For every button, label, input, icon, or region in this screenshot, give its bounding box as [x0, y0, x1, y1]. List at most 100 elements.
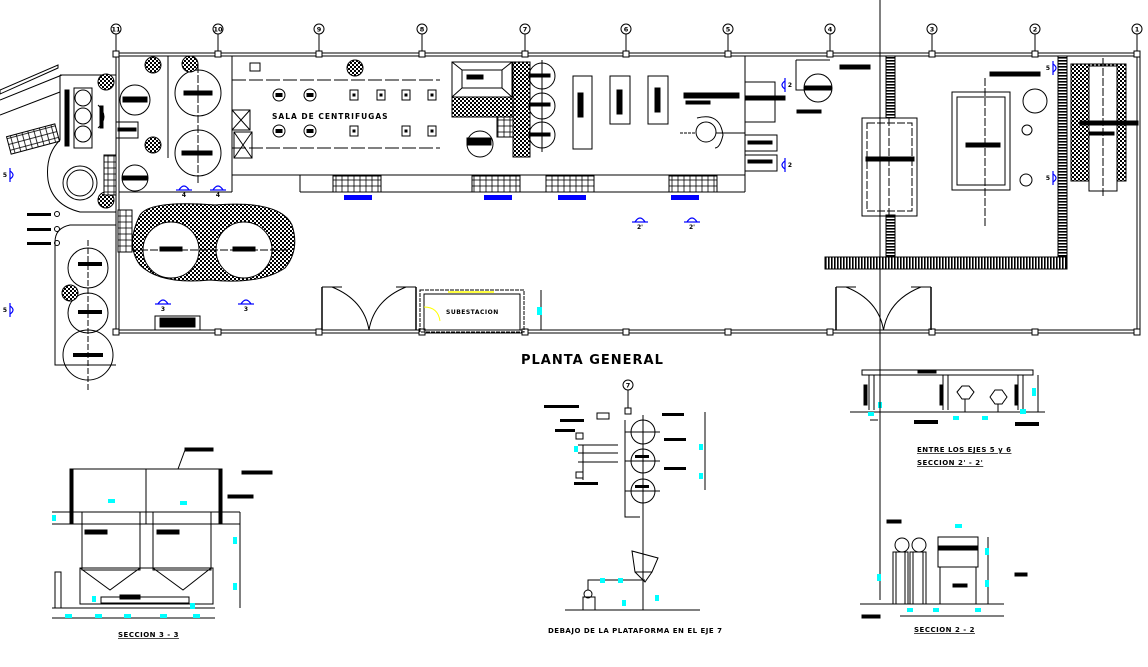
wall-column [315, 50, 323, 58]
wall-column [622, 50, 630, 58]
section-marker-label: 5 [1046, 65, 1050, 72]
wall-column [928, 328, 936, 336]
axis-bubble-7: 7 [519, 23, 531, 53]
wall-column [214, 50, 222, 58]
door-swing [883, 286, 922, 331]
wall-column [112, 50, 120, 58]
section-marker-arrow [686, 217, 698, 223]
section-marker-label: 5 [3, 172, 7, 179]
section-marker-arrow [9, 170, 14, 180]
centrifuge-unit-core [430, 129, 434, 133]
section-marker-vertical-5: 5 [1046, 171, 1057, 185]
section-marker-label: 5 [1046, 175, 1050, 182]
caption-entre-ejes: ENTRE LOS EJES 5 y 6 [917, 446, 1012, 454]
section-marker-2p: 2' [684, 217, 700, 231]
axis-bubble-label: 11 [111, 26, 121, 34]
axis-bubble-label: 4 [828, 26, 833, 34]
section-marker-arrow [9, 305, 14, 315]
section-marker-arrow [157, 299, 169, 305]
wall-column [1031, 50, 1039, 58]
section-marker-4: 4 [210, 185, 226, 199]
centrifuge-core [275, 129, 283, 133]
axis-bubble-label: 9 [317, 26, 322, 34]
axis-bubble-2: 2 [1029, 23, 1041, 53]
centrifuge-unit-core [379, 93, 383, 97]
section-markers: 4 4 3 3 2' 2' 5 5 2 2 5 5 [3, 61, 1057, 317]
section-marker-label: 2 [788, 162, 792, 169]
wall-column [928, 50, 936, 58]
section-marker-label: 4 [182, 192, 186, 199]
section-marker-label: 2' [637, 224, 643, 231]
section-marker-vertical-2: 2 [781, 78, 792, 92]
axis-bubble-label: 8 [420, 26, 425, 34]
wall-column [724, 328, 732, 336]
detail-seccion-2p-2p [850, 369, 1045, 426]
caption-seccion-3-3: SECCION 3 - 3 [118, 631, 179, 639]
wall-column [826, 328, 834, 336]
axis-bubble-label: 7 [523, 26, 528, 34]
axis-bubble-label: 2 [1033, 26, 1038, 34]
wall-column [112, 328, 120, 336]
door-swing [368, 286, 407, 331]
section-marker-arrow [1052, 63, 1057, 73]
axis-bubble-9: 9 [313, 23, 325, 53]
centrifuge-core [306, 93, 314, 97]
section-marker-arrow [781, 160, 786, 170]
axis-bubble-label: 3 [930, 26, 935, 34]
room-label-substation: SUBESTACION [446, 309, 499, 316]
section-marker-3: 3 [155, 299, 171, 313]
caption-seccion-2-2: SECCION 2 - 2 [914, 626, 975, 634]
section-marker-arrow [240, 299, 252, 305]
door-swing [845, 286, 884, 331]
section-marker-arrow [634, 217, 646, 223]
section-marker-label: 2 [788, 82, 792, 89]
section-marker-label: 3 [161, 306, 165, 313]
section-marker-arrow [212, 185, 224, 191]
centrifuge-unit-core [352, 129, 356, 133]
door-double [321, 286, 417, 331]
centrifuge-unit-core [404, 93, 408, 97]
caption-eje-7: DEBAJO DE LA PLATAFORMA EN EL EJE 7 [548, 627, 722, 635]
caption-seccion-2p-2p: SECCION 2' - 2' [917, 459, 983, 467]
axis-bubble-label: 10 [213, 26, 223, 34]
detail-seccion-3-3 [52, 447, 273, 619]
wall-column [1133, 50, 1141, 58]
wall-column [315, 328, 323, 336]
detail-seccion-2-2 [860, 0, 1028, 619]
centrifuge-core [275, 93, 283, 97]
wall-column [724, 50, 732, 58]
grid-axes: 11 10 9 8 7 6 5 4 3 2 1 [110, 23, 1143, 53]
section-marker-arrow [1052, 173, 1057, 183]
axis-bubble-8: 8 [416, 23, 428, 53]
axis-bubble-3: 3 [926, 23, 938, 53]
wall-column [622, 328, 630, 336]
axis-bubble-6: 6 [620, 23, 632, 53]
section-marker-label: 4 [216, 192, 220, 199]
section-marker-arrow [781, 80, 786, 90]
section-marker-vertical-2: 2 [781, 158, 792, 172]
section-marker-vertical-5: 5 [3, 303, 14, 317]
axis-bubble-label: 6 [624, 26, 629, 34]
axis-bubble-5: 5 [722, 23, 734, 53]
centrifuge-unit-core [430, 93, 434, 97]
door-swing [331, 286, 370, 331]
section-marker-label: 2' [689, 224, 695, 231]
wall-column [521, 50, 529, 58]
main-plan [0, 50, 1141, 390]
section-marker-vertical-5: 5 [3, 168, 14, 182]
wall-column [826, 50, 834, 58]
centrifuge-unit-core [352, 93, 356, 97]
axis-bubble-1: 1 [1131, 23, 1143, 53]
axis-bubble-11: 11 [110, 23, 122, 53]
wall-column [1031, 328, 1039, 336]
section-marker-arrow [178, 185, 190, 191]
section-marker-3: 3 [238, 299, 254, 313]
section-marker-2p: 2' [632, 217, 648, 231]
section-marker-4: 4 [176, 185, 192, 199]
axis-bubble-4: 4 [824, 23, 836, 53]
section-marker-vertical-5: 5 [1046, 61, 1057, 75]
door-double [835, 286, 932, 331]
detail-eje-7: 7 [544, 379, 706, 611]
axis-bubble-label: 5 [726, 26, 731, 34]
